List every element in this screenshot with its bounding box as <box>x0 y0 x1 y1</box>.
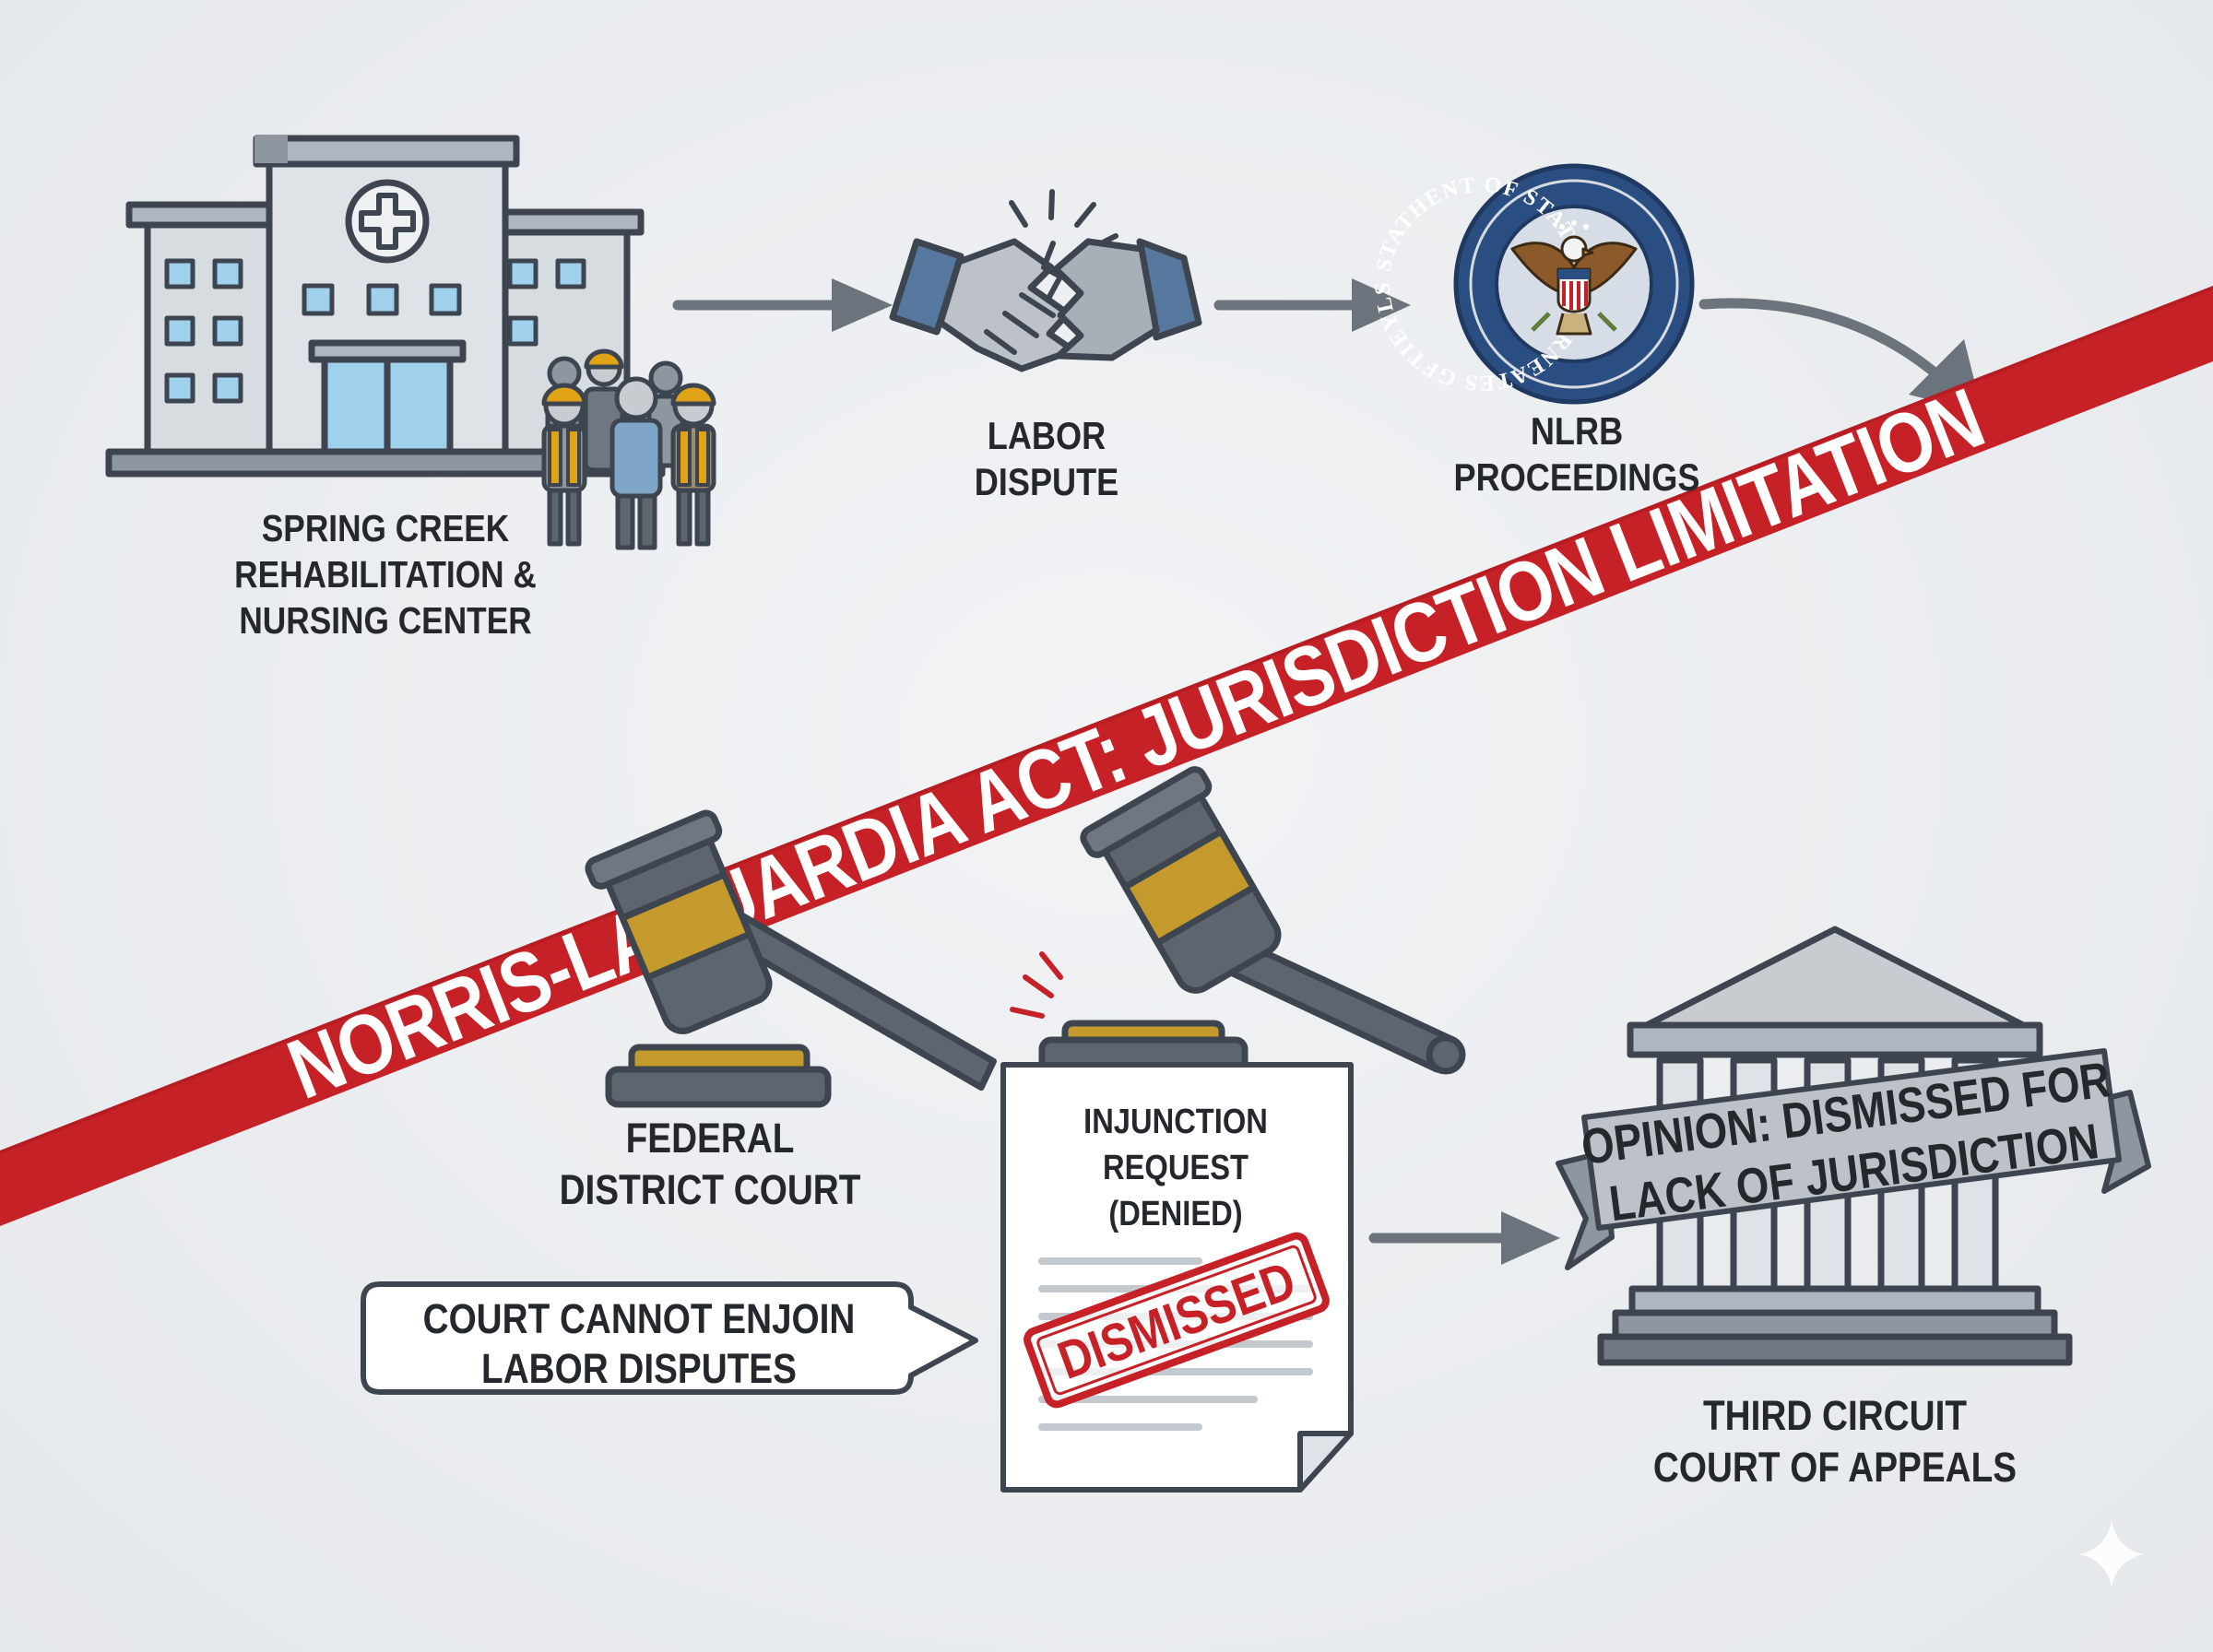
label-appeals-court-line-1: THIRD CIRCUIT <box>1703 1392 1967 1439</box>
label-district-court: FEDERAL DISTRICT COURT <box>539 1113 881 1216</box>
label-injunction: INJUNCTION REQUEST (DENIED) <box>1045 1099 1307 1237</box>
arrow-injunction-to-appeals <box>1368 1211 1560 1265</box>
label-facility-line-1: SPRING CREEK <box>261 507 510 549</box>
label-speech-bubble-line-1: COURT CANNOT ENJOIN <box>422 1295 856 1342</box>
speech-bubble <box>361 1281 978 1395</box>
label-facility: SPRING CREEK REHABILITATION & NURSING CE… <box>203 505 568 643</box>
gavel-left-icon <box>585 809 997 1108</box>
label-dispute-line-1: LABOR <box>987 414 1106 457</box>
workers-group-icon <box>541 348 716 550</box>
label-injunction-line-3: (DENIED) <box>1108 1195 1243 1233</box>
sparkle-icon <box>2079 1521 2144 1587</box>
label-speech-bubble-line-2: LABOR DISPUTES <box>481 1345 797 1392</box>
label-nlrb-line-1: NLRB <box>1530 409 1624 453</box>
label-dispute: LABOR DISPUTE <box>940 413 1154 505</box>
label-district-court-line-1: FEDERAL <box>625 1115 795 1162</box>
label-district-court-line-2: DISTRICT COURT <box>559 1166 861 1213</box>
norris-laguardia-banner <box>0 286 2213 1226</box>
label-facility-line-2: REHABILITATION & <box>234 553 537 596</box>
label-speech-bubble: COURT CANNOT ENJOIN LABOR DISPUTES <box>405 1294 872 1394</box>
arrow-facility-to-dispute <box>672 278 893 332</box>
broken-handshake-icon <box>889 189 1202 372</box>
opinion-ribbon <box>1556 1048 2151 1270</box>
arrow-dispute-to-nlrb <box>1213 278 1411 332</box>
label-appeals-court-line-2: COURT OF APPEALS <box>1652 1444 2018 1491</box>
nlrb-seal-icon: STATHENT OF STATE COVERNEATES GFTIEYLS <box>1371 163 1695 405</box>
label-facility-line-3: NURSING CENTER <box>239 599 532 642</box>
label-nlrb: NLRB PROCEEDINGS <box>1426 408 1728 501</box>
label-injunction-line-1: INJUNCTION <box>1083 1103 1268 1141</box>
label-dispute-line-2: DISPUTE <box>974 460 1119 503</box>
label-injunction-line-2: REQUEST <box>1103 1149 1249 1187</box>
label-appeals-court: THIRD CIRCUIT COURT OF APPEALS <box>1637 1390 2033 1493</box>
label-nlrb-line-2: PROCEEDINGS <box>1453 455 1700 499</box>
